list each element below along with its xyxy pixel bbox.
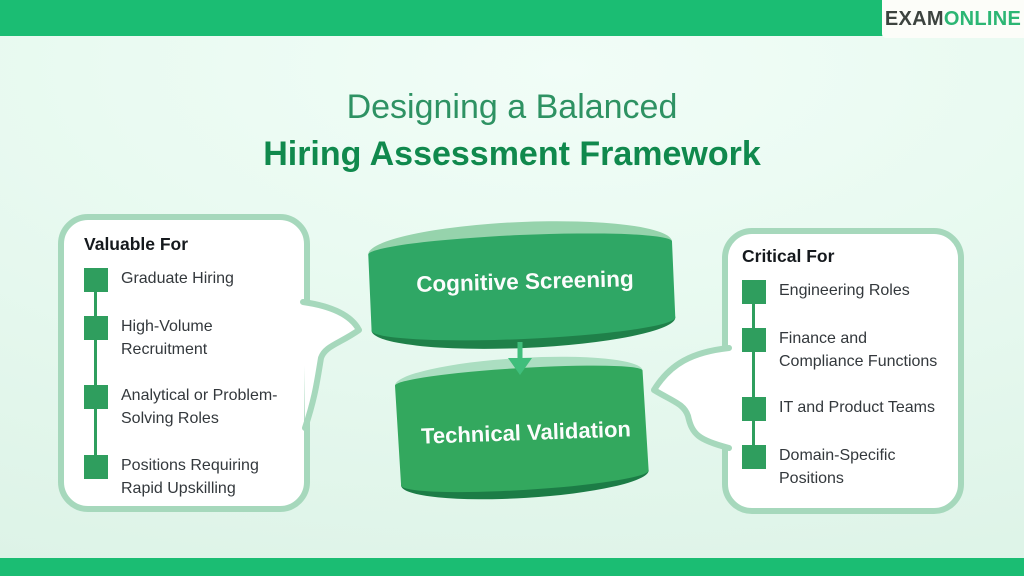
- bullet-square-icon: [84, 316, 108, 340]
- list-item-label: Graduate Hiring: [121, 270, 234, 287]
- list-item-label: Analytical or Problem-Solving Roles: [121, 387, 278, 428]
- list-item-label: Finance and Compliance Functions: [779, 330, 938, 370]
- list-item: Domain-Specific Positions: [742, 445, 944, 490]
- list-item-label: IT and Product Teams: [779, 399, 935, 417]
- list-item: Finance and Compliance Functions: [742, 328, 944, 373]
- bullet-square-icon: [84, 385, 108, 410]
- list-item: Graduate Hiring: [84, 268, 288, 292]
- list-item-label: Engineering Roles: [779, 282, 910, 299]
- list-item-label: Positions Requiring Rapid Upskilling: [121, 456, 259, 497]
- bullet-square-icon: [742, 280, 766, 304]
- bullet-square-icon: [84, 268, 108, 292]
- list-item: High-Volume Recruitment: [84, 316, 288, 361]
- bullet-square-icon: [742, 445, 766, 470]
- flow-diagram: [368, 221, 676, 500]
- bullet-connector-line: [94, 280, 97, 467]
- bottom-accent-bar: [0, 558, 1024, 576]
- cognitive-screening-cylinder: [368, 221, 676, 349]
- list-item: Analytical or Problem-Solving Roles: [84, 385, 288, 430]
- bullet-square-icon: [742, 328, 766, 352]
- list-item: IT and Product Teams: [742, 397, 944, 422]
- logo-text-online: ONLINE: [943, 7, 1022, 30]
- valuable-for-bubble: Valuable For Graduate Hiring High-Volume…: [58, 214, 310, 512]
- valuable-for-list: Graduate Hiring High-Volume Recruitment …: [84, 268, 288, 500]
- left-bubble-tail: [300, 299, 362, 431]
- list-item-label: Domain-Specific Positions: [779, 447, 896, 488]
- bullet-connector-line: [752, 292, 755, 457]
- right-bubble-tail: [651, 345, 732, 451]
- logo-text-exam: EXAM: [884, 7, 944, 30]
- list-item: Positions Requiring Rapid Upskilling: [84, 454, 288, 500]
- title-line-1: Designing a Balanced: [346, 88, 678, 126]
- critical-for-bubble: Critical For Engineering Roles Finance a…: [722, 228, 964, 514]
- technical-validation-cylinder: [394, 356, 649, 500]
- critical-for-list: Engineering Roles Finance and Compliance…: [742, 280, 944, 491]
- list-item: Engineering Roles: [742, 280, 944, 304]
- top-accent-bar: [0, 0, 1024, 36]
- bullet-square-icon: [84, 454, 108, 479]
- valuable-for-header: Valuable For: [84, 234, 189, 254]
- down-arrow-icon: [508, 342, 532, 375]
- title-line-2: Hiring Assessment Framework: [263, 134, 761, 173]
- critical-for-header: Critical For: [742, 246, 835, 266]
- page-title: Designing a Balanced Hiring Assessment F…: [0, 84, 1024, 178]
- list-item-label: High-Volume Recruitment: [121, 318, 213, 358]
- bullet-square-icon: [742, 397, 766, 422]
